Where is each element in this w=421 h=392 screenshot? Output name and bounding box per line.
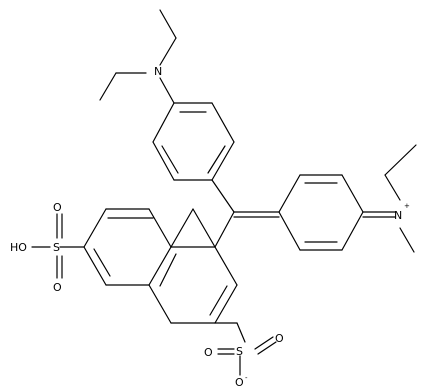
oxygen-upper-top-label: O (53, 201, 62, 214)
iminium-nitrogen-label: N (394, 209, 402, 222)
oxygen-upper-bottom-label: O (53, 281, 62, 294)
sulfur-upper-label: S (53, 241, 60, 254)
oxygen-lower-right-label: O (275, 332, 284, 345)
oxygen-lower-left-label: O (204, 346, 213, 359)
hydroxyl-label: HO (10, 241, 27, 254)
iminium-charge: + (404, 202, 410, 210)
bond-lines (31, 9, 417, 376)
oxygen-anion-label: O (235, 376, 244, 389)
sulfur-lower-label: S (236, 345, 243, 358)
atom-labels: N N + S O O HO S O O O - (10, 65, 410, 389)
anion-charge: - (245, 374, 248, 382)
amine-nitrogen-label: N (154, 65, 162, 78)
